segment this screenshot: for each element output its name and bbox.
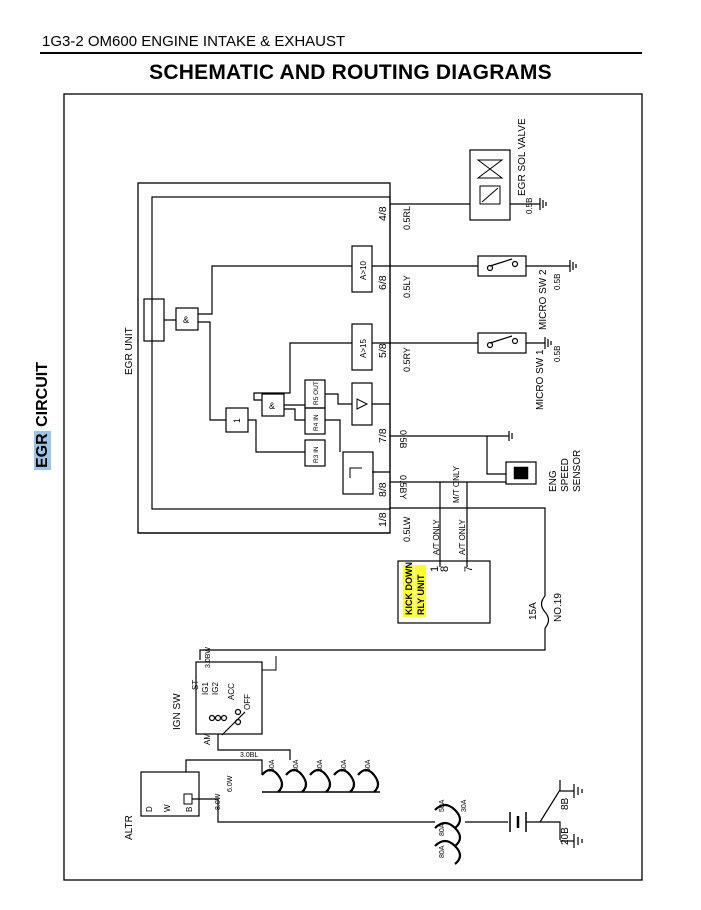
svg-text:R4 IN: R4 IN (313, 414, 320, 431)
svg-text:20B: 20B (560, 827, 571, 845)
pin-7-8: 7/8 (377, 428, 389, 443)
svg-text:&: & (183, 315, 189, 325)
svg-text:M/T ONLY: M/T ONLY (452, 465, 461, 503)
svg-text:IG2: IG2 (211, 682, 220, 695)
svg-text:50A: 50A (439, 799, 446, 812)
svg-text:B: B (185, 807, 194, 812)
svg-text:30A: 30A (293, 759, 300, 772)
pin-1-8: 1/8 (377, 512, 389, 527)
svg-text:0.5RY: 0.5RY (402, 347, 412, 372)
pin-8-8: 8/8 (377, 482, 389, 497)
svg-text:3.0BL: 3.0BL (240, 752, 258, 759)
header-rule (40, 52, 642, 54)
ign-sw-label: IGN SW (172, 693, 183, 730)
pin-6-8: 6/8 (377, 275, 389, 290)
svg-text:W: W (163, 804, 172, 812)
ground-symbol (508, 431, 513, 441)
svg-text:8.0W: 8.0W (215, 793, 222, 810)
svg-text:1: 1 (232, 418, 242, 423)
egr-sol-valve-label: EGR SOL VALVE (517, 118, 528, 196)
svg-text:AM: AM (203, 733, 212, 745)
svg-text:50A: 50A (365, 759, 372, 772)
and-gate-1 (175, 307, 199, 331)
svg-text:OFF: OFF (243, 694, 252, 710)
svg-text:50A: 50A (269, 759, 276, 772)
svg-text:80A: 80A (439, 845, 446, 858)
egr-sol-valve (469, 149, 511, 221)
rpm-10-block (351, 245, 373, 293)
rpm-15-label: A>15 (359, 339, 368, 358)
svg-text:8B: 8B (560, 797, 571, 810)
svg-text:ST: ST (191, 680, 200, 690)
svg-text:ACC: ACC (227, 683, 236, 700)
relay-r3-in (304, 439, 326, 467)
svg-text:1: 1 (429, 566, 441, 572)
fusible-link-block (261, 768, 462, 865)
alternator-label: ALTR (124, 815, 135, 840)
pin-5-8: 5/8 (377, 343, 389, 358)
page-title: SCHEMATIC AND ROUTING DIAGRAMS (149, 61, 552, 84)
fuse-no19 (540, 595, 550, 629)
svg-text:D: D (145, 806, 154, 812)
svg-text:0.5LY: 0.5LY (402, 275, 412, 298)
svg-text:30A: 30A (317, 759, 324, 772)
svg-text:A/T ONLY: A/T ONLY (432, 519, 441, 555)
svg-text:NO.19: NO.19 (553, 593, 564, 622)
battery (509, 812, 527, 832)
ground-symbol-20b (573, 834, 583, 848)
svg-text:7: 7 (463, 566, 475, 572)
kick-down-relay (397, 560, 491, 624)
svg-text:6.0W: 6.0W (227, 775, 234, 792)
svg-text:R5 OUT: R5 OUT (313, 381, 320, 405)
svg-text:50A: 50A (341, 759, 348, 772)
svg-text:3.0BW: 3.0BW (205, 647, 212, 668)
diagram-frame (63, 93, 643, 881)
svg-text:30A: 30A (461, 799, 468, 812)
egr-unit-connector-block (143, 298, 165, 342)
svg-text:0.5B: 0.5B (398, 430, 408, 449)
pin-4-8: 4/8 (377, 206, 389, 221)
svg-text:8: 8 (439, 566, 451, 572)
svg-text:A/T ONLY: A/T ONLY (458, 519, 467, 555)
micro-sw1-label: MICRO SW 1 (535, 349, 546, 410)
svg-text:0.5B: 0.5B (553, 274, 562, 290)
relay-r4-in (304, 407, 326, 435)
micro-sw1 (477, 332, 527, 354)
svg-text:SPEED: SPEED (560, 458, 571, 492)
alternator (140, 771, 200, 817)
ground-symbol (539, 198, 547, 210)
svg-text:80A: 80A (439, 823, 446, 836)
comparator-block (351, 382, 373, 426)
eng-speed-sensor (505, 461, 537, 485)
svg-text:0.5B: 0.5B (525, 198, 534, 214)
svg-text:0.5LW: 0.5LW (402, 516, 412, 542)
svg-text:IG1: IG1 (201, 682, 210, 695)
ground-symbol (569, 260, 577, 272)
ign-sw (195, 661, 263, 735)
svg-text:SENSOR: SENSOR (572, 450, 583, 492)
svg-text:ENG: ENG (548, 470, 559, 492)
svg-text:0.5BY: 0.5BY (398, 475, 408, 500)
egr-unit-label: EGR UNIT (124, 327, 135, 375)
rpm-15-block (351, 323, 373, 371)
svg-text:0.5RL: 0.5RL (402, 206, 412, 230)
ground-symbol (544, 337, 552, 349)
page-header: 1G3-2 OM600 ENGINE INTAKE & EXHAUST (42, 33, 345, 50)
svg-text:&: & (269, 401, 275, 411)
micro-sw2-label: MICRO SW 2 (538, 269, 549, 330)
egr-unit-inner (151, 196, 391, 510)
section-title: OM600 ENGINE INTAKE & EXHAUST (87, 33, 346, 50)
rpm-10-label: A>10 (359, 261, 368, 280)
svg-text:RLY UNIT: RLY UNIT (416, 574, 426, 615)
ground-symbol-8b (573, 784, 583, 798)
svg-text:KICK DOWN: KICK DOWN (404, 562, 414, 615)
schmitt-block (342, 451, 374, 495)
micro-sw2 (477, 255, 527, 277)
section-ref: 1G3-2 (42, 33, 84, 50)
svg-text:15A: 15A (528, 602, 539, 620)
svg-text:0.5B: 0.5B (553, 346, 562, 362)
svg-text:R3 IN: R3 IN (313, 446, 320, 463)
